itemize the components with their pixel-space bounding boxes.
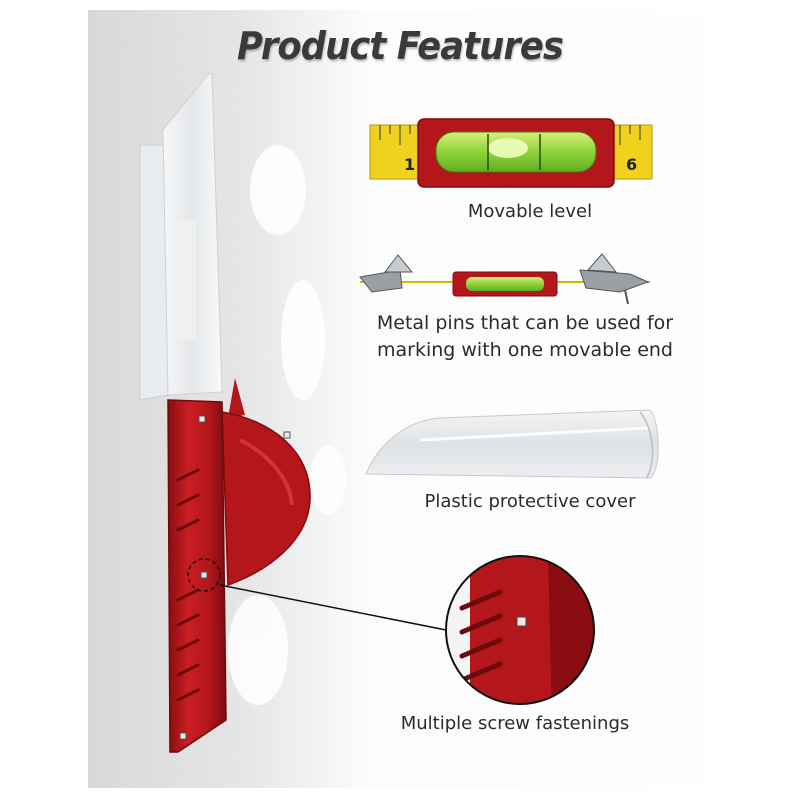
feature-caption-metal-pins-line1: Metal pins that can be used for xyxy=(376,312,674,334)
feature-caption-plastic-cover: Plastic protective cover xyxy=(424,491,636,512)
feature-caption-metal-pins: Metal pins that can be used for marking … xyxy=(355,310,695,364)
plastic-cover-image xyxy=(365,409,659,479)
feature-caption-screw-fastenings: Multiple screw fastenings xyxy=(400,713,630,734)
metal-pins-image xyxy=(359,253,650,305)
tape-number-right: 6 xyxy=(626,155,637,174)
red-tool-body xyxy=(167,378,311,753)
screw-zoom-detail xyxy=(445,555,595,705)
movable-level-image: 1 6 xyxy=(369,118,653,188)
page-title: Product Features xyxy=(237,24,564,68)
feature-caption-movable-level: Movable level xyxy=(467,201,593,222)
callout-line xyxy=(219,584,457,633)
tape-number-left: 1 xyxy=(404,155,415,174)
plastic-blade-cover xyxy=(139,73,223,401)
feature-caption-metal-pins-line2: marking with one movable end xyxy=(376,339,673,361)
